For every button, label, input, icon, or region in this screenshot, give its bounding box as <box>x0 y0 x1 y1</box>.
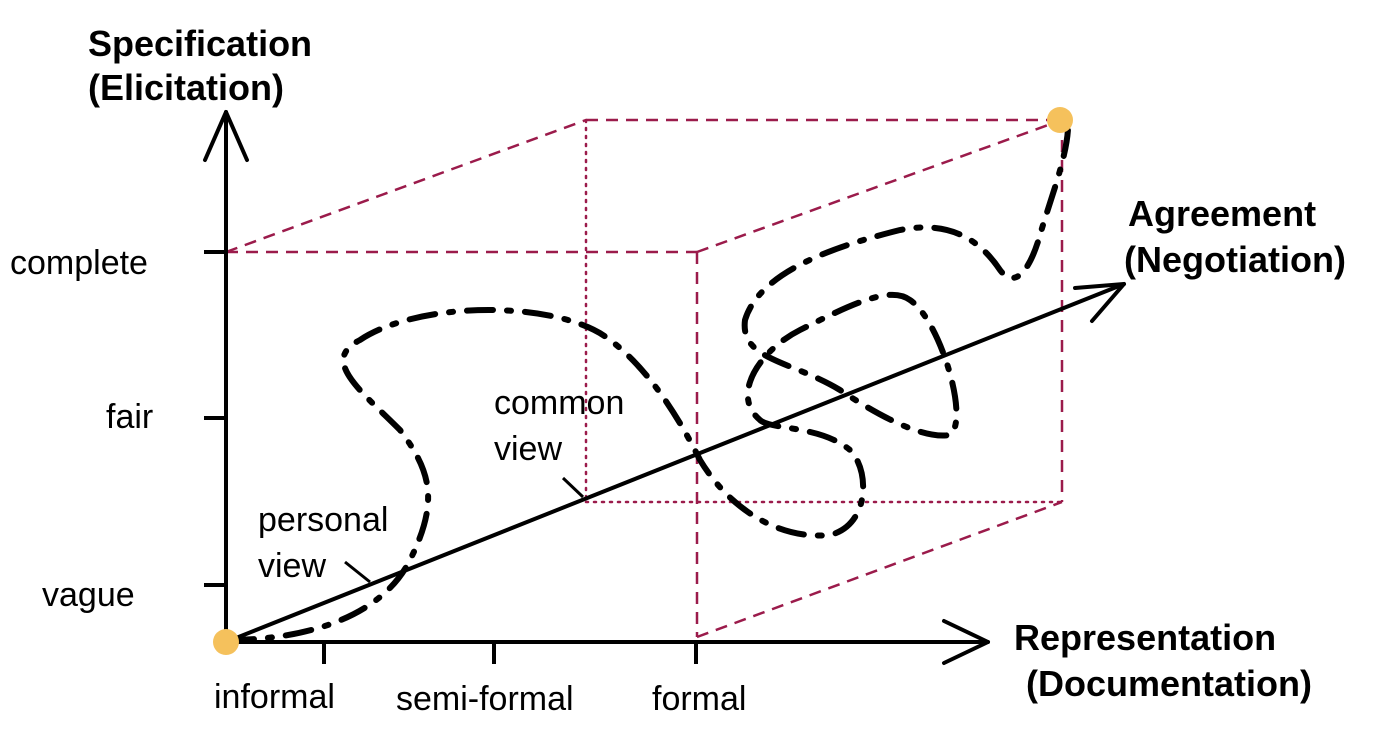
diagonal-axis-title-line2: (Negotiation) <box>1124 239 1346 280</box>
diagonal-axis-line <box>224 282 1126 644</box>
target-dot <box>1047 107 1073 133</box>
common-view-label-line2: view <box>494 430 562 468</box>
vertical-tick-label-complete: complete <box>10 244 148 282</box>
cube-top-right-edge <box>696 118 1063 254</box>
horizontal-axis-arrowhead <box>942 619 990 665</box>
horizontal-axis <box>224 619 990 665</box>
personal-view-leader <box>344 560 371 584</box>
diagonal-axis-title-line1: Agreement <box>1128 193 1316 234</box>
diagonal-axis <box>224 282 1126 644</box>
vertical-tick-label-fair: fair <box>106 398 153 436</box>
horizontal-tick-label-formal: formal <box>652 680 746 718</box>
personal-view-label-line1: personal <box>258 501 388 539</box>
horizontal-tick-label-semi-formal: semi-formal <box>396 680 574 718</box>
horizontal-axis-title-line2: (Documentation) <box>1026 663 1312 704</box>
vertical-tick-label-vague: vague <box>42 576 135 614</box>
horizontal-tick-label-informal: informal <box>214 678 335 716</box>
cube-top-left-edge <box>225 118 587 254</box>
vertical-axis-title-line2: (Elicitation) <box>88 67 284 108</box>
personal-view-label-line2: view <box>258 547 326 585</box>
vertical-axis-title-line1: Specification <box>88 23 312 64</box>
origin-dot <box>213 629 239 655</box>
requirements-cube <box>225 118 1064 639</box>
common-view-label-line1: common <box>494 384 624 422</box>
diagonal-axis-arrowhead <box>1073 282 1126 323</box>
horizontal-axis-title-line1: Representation <box>1014 617 1276 658</box>
vertical-axis <box>203 110 249 642</box>
cube-bottom-right-edge <box>696 500 1063 639</box>
vertical-axis-arrowhead <box>203 110 249 162</box>
evolution-path <box>225 117 1072 643</box>
common-view-leader <box>561 476 585 499</box>
